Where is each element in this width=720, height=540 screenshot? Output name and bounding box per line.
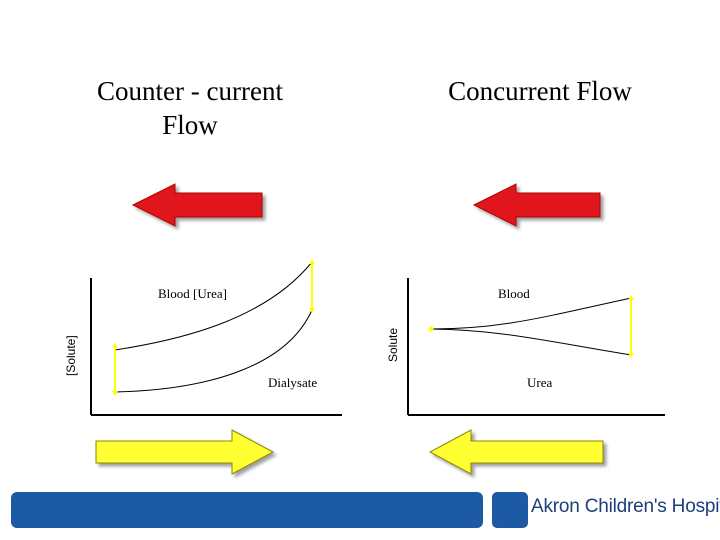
blood-flow-arrow-left [131, 183, 263, 227]
blood-flow-arrow-right [472, 183, 601, 227]
blood-urea-label: Blood [Urea] [158, 286, 227, 301]
left-gradient-marker-end [309, 259, 315, 313]
urea-concurrent-curve [430, 328, 632, 356]
hospital-logo [492, 492, 528, 528]
dialysate-label: Dialysate [268, 375, 318, 390]
counter-current-title-line-1: Counter - current [97, 76, 283, 106]
footer-bar [11, 492, 483, 528]
left-y-axis-label: [Solute] [64, 335, 78, 376]
right-plot-axes [407, 278, 665, 416]
right-gradient-marker [628, 295, 634, 358]
dialysate-flow-arrow-right [95, 429, 275, 475]
blood-urea-curve [114, 261, 313, 351]
left-gradient-marker-start [112, 343, 118, 396]
hospital-name: Akron Children's Hospital [531, 496, 720, 517]
blood-label: Blood [498, 286, 530, 301]
left-plot-axes [90, 278, 342, 416]
counter-current-title-line-2: Flow [162, 110, 218, 140]
right-y-axis-label: Solute [386, 327, 400, 362]
dialysate-curve [114, 309, 313, 393]
dialysate-flow-arrow-left [428, 429, 604, 475]
concurrent-start-point [428, 326, 434, 332]
urea-label: Urea [527, 375, 553, 390]
blood-concurrent-curve [430, 297, 632, 330]
concurrent-flow-title: Concurrent Flow [448, 76, 632, 106]
